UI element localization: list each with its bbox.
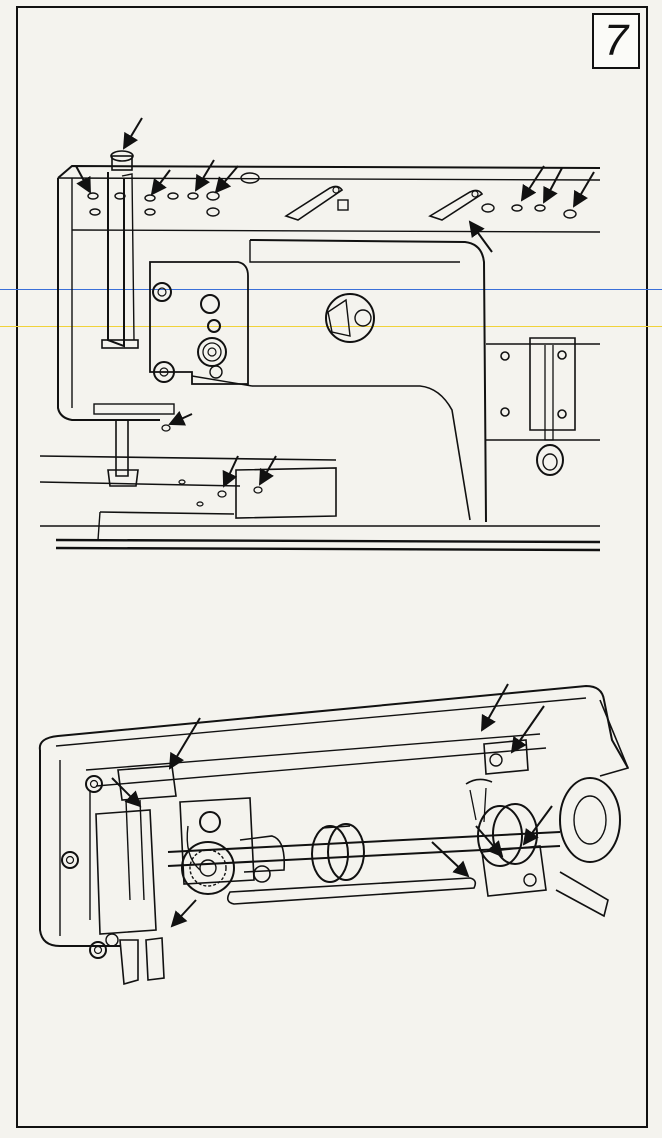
oil-point-arrows-top [75, 117, 595, 488]
sewing-machine-front-diagram [39, 150, 601, 552]
oil-point-arrows-bottom [111, 683, 553, 928]
page-number: 7 [592, 13, 640, 69]
page-frame [16, 6, 648, 1128]
sewing-machine-underside-diagram [38, 684, 630, 986]
scan-artifact-blue [0, 289, 662, 290]
